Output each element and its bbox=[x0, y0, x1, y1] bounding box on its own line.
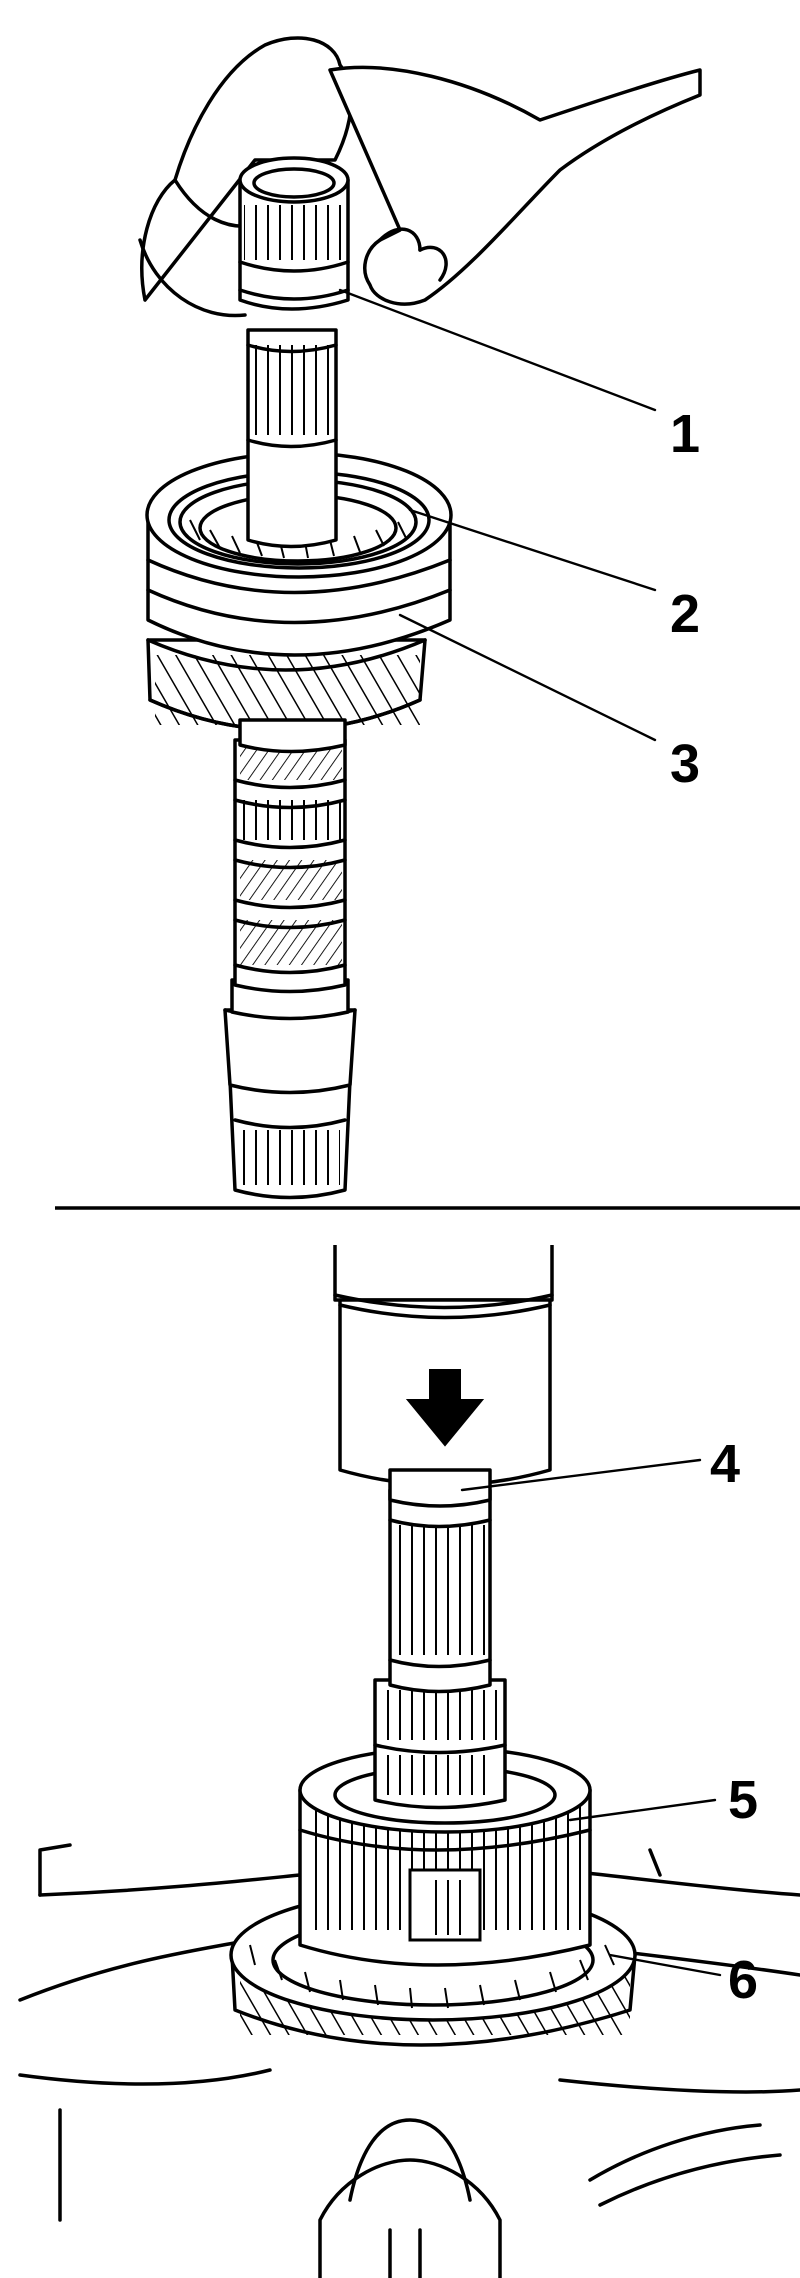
lower-view: 4 5 6 bbox=[18, 1245, 800, 2278]
callout-3: 3 bbox=[670, 734, 700, 794]
callout-4: 4 bbox=[710, 1434, 740, 1494]
callout-6: 6 bbox=[728, 1950, 758, 2010]
callout-1: 1 bbox=[670, 404, 700, 464]
lower-leader-lines bbox=[460, 1458, 722, 1977]
upper-view: 1 2 3 bbox=[138, 36, 702, 1200]
helical-gear bbox=[146, 638, 427, 754]
callout-5: 5 bbox=[728, 1770, 758, 1830]
shaft-upper bbox=[246, 328, 338, 549]
press-fixture bbox=[18, 1843, 800, 2278]
shaft-lower-view bbox=[373, 1488, 507, 1810]
callout-2: 2 bbox=[670, 584, 700, 644]
arrow-down-icon bbox=[405, 1369, 485, 1447]
shaft-lower-end bbox=[223, 978, 357, 1200]
shaft-middle-splines bbox=[233, 738, 347, 994]
hand bbox=[138, 36, 702, 318]
synchronizer-hub bbox=[298, 1746, 592, 1967]
press-ram bbox=[333, 1245, 554, 1508]
needle-bearing bbox=[238, 156, 350, 311]
upper-leader-lines bbox=[338, 288, 657, 742]
